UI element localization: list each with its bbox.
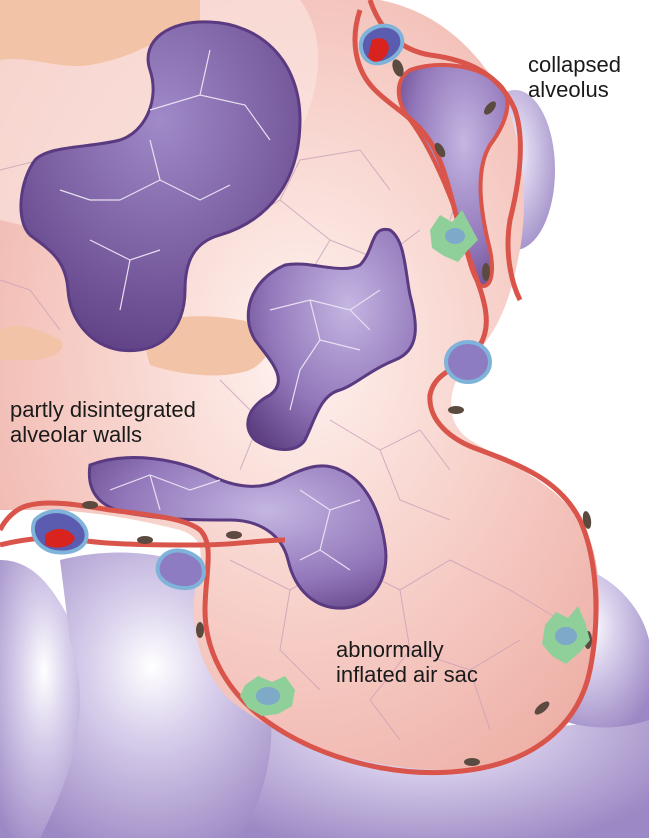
macrophage-upper — [430, 210, 478, 262]
label-partly-line-2: alveolar walls — [10, 422, 143, 447]
macrophages — [240, 210, 590, 716]
alveolus-lower-middle — [87, 456, 388, 610]
label-collapsed-alveolus: collapsed alveolus — [528, 52, 621, 102]
alveolus-middle — [246, 227, 417, 451]
label-abnormally-inflated: abnormally inflated air sac — [336, 637, 478, 687]
label-partly-disintegrated: partly disintegrated alveolar walls — [10, 397, 196, 447]
alveolus-upper-left — [19, 20, 302, 353]
macrophage-lower — [240, 676, 295, 716]
label-inflated-line-2: inflated air sac — [336, 662, 478, 687]
label-collapsed-line-1: collapsed — [528, 52, 621, 77]
capillaries — [31, 23, 492, 591]
label-partly-line-1: partly disintegrated — [10, 397, 196, 422]
label-inflated-line-1: abnormally — [336, 637, 444, 662]
macrophage-right — [542, 606, 590, 664]
label-collapsed-line-2: alveolus — [528, 77, 609, 102]
